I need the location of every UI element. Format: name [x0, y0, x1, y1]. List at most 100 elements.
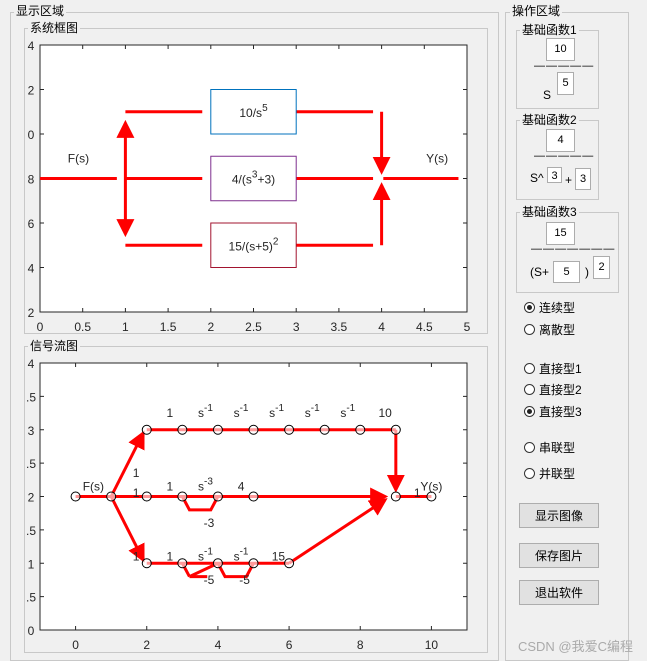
flow-node: [248, 491, 259, 502]
f2-numerator-input[interactable]: 4: [546, 129, 575, 152]
branch-gain-label: 1: [167, 550, 174, 564]
flow-node: [426, 491, 437, 502]
input-label-fs: F(s): [68, 151, 89, 165]
exit-button[interactable]: 退出软件: [519, 580, 599, 605]
flow-node: [141, 491, 152, 502]
gain-exponent: -3: [204, 476, 213, 487]
transfer-function-label: 15/(s+5)2: [229, 236, 279, 253]
radio-串联型[interactable]: 串联型: [524, 439, 575, 456]
block-diagram-title: 系统框图: [28, 21, 81, 35]
x-tick-label: 4.5: [416, 320, 433, 334]
watermark: CSDN @我爱C编程: [517, 639, 633, 654]
x-tick-label: 2.5: [245, 320, 262, 334]
signal-flow-panel: [24, 346, 488, 653]
radio-label: 离散型: [539, 323, 576, 337]
y-tick-label: 2: [28, 306, 35, 320]
radio-circle[interactable]: [524, 406, 535, 417]
radio-直接型3[interactable]: 直接型3: [524, 403, 582, 420]
branch-gain-label: 1: [167, 479, 174, 493]
flow-node: [141, 558, 152, 569]
y-tick-label: 4: [28, 39, 35, 53]
branch-gain-label: -5: [239, 573, 250, 587]
x-tick-label: 5: [464, 320, 471, 334]
flow-node: [212, 424, 223, 435]
y-tick-label: 2: [28, 491, 35, 505]
branch-gain-label: F(s): [83, 479, 104, 493]
tf-base: 10/s: [239, 106, 262, 120]
flow-node: [284, 558, 295, 569]
branch-gain-label: s-1: [198, 403, 213, 420]
x-tick-label: 6: [286, 638, 293, 652]
radio-直接型1[interactable]: 直接型1: [524, 360, 582, 377]
x-tick-label: 3: [293, 320, 300, 334]
f3-exponent-input[interactable]: 2: [593, 256, 610, 279]
gain-base: 1: [133, 486, 140, 500]
gain-base: Y(s): [420, 479, 442, 493]
transfer-function-label: 4/(s3+3): [232, 170, 275, 187]
radio-circle[interactable]: [524, 363, 535, 374]
f3-close-label: ): [585, 265, 589, 279]
radio-circle[interactable]: [524, 384, 535, 395]
gain-base: s: [305, 406, 311, 420]
x-tick-label: 2: [207, 320, 214, 334]
f3-constant-input[interactable]: 5: [553, 261, 580, 283]
y-tick-label: .5: [26, 390, 36, 404]
tf-exponent: 3: [252, 170, 258, 181]
gain-base: 1: [167, 406, 174, 420]
show-image-button[interactable]: 显示图像: [519, 503, 599, 528]
f2-constant-input[interactable]: 3: [575, 168, 591, 190]
radio-circle[interactable]: [524, 324, 535, 335]
radio-连续型[interactable]: 连续型: [524, 299, 575, 316]
flow-node: [141, 424, 152, 435]
f1-exponent-input[interactable]: 5: [557, 72, 574, 95]
y-tick-label: 0: [28, 128, 35, 142]
flow-node: [106, 491, 117, 502]
radio-直接型2[interactable]: 直接型2: [524, 381, 582, 398]
flow-branch: [216, 562, 255, 579]
block-diagram-panel: [24, 28, 488, 334]
gain-base: s: [269, 406, 275, 420]
flow-node: [319, 424, 330, 435]
branch-gain-label: 10: [378, 406, 392, 420]
y-tick-label: 3: [28, 424, 35, 438]
transfer-block-1: [210, 89, 297, 135]
base-function-2-title: 基础函数2: [520, 113, 579, 127]
x-tick-label: 4: [378, 320, 385, 334]
y-tick-label: .5: [26, 591, 36, 605]
f3-fraction-line: — — — — — — —: [531, 243, 614, 255]
gain-base: s: [198, 406, 204, 420]
radio-并联型[interactable]: 并联型: [524, 465, 575, 482]
tf-tail: +3): [257, 173, 275, 187]
flow-node: [212, 558, 223, 569]
gain-base: -3: [204, 516, 215, 530]
base-function-1-title: 基础函数1: [520, 23, 579, 37]
display-area-title: 显示区域: [14, 4, 67, 18]
flow-node: [390, 424, 401, 435]
gain-base: -5: [204, 573, 215, 587]
base-function-3-title: 基础函数3: [520, 205, 579, 219]
x-tick-label: 10: [425, 638, 439, 652]
gain-base: s: [340, 406, 346, 420]
f3-numerator-input[interactable]: 15: [546, 222, 575, 245]
flow-node: [248, 558, 259, 569]
gain-base: 1: [133, 550, 140, 564]
tf-base: 4/(s: [232, 173, 252, 187]
radio-离散型[interactable]: 离散型: [524, 321, 575, 338]
branch-gain-label: 1: [167, 406, 174, 420]
y-tick-label: 0: [28, 624, 35, 638]
f1-numerator-input[interactable]: 10: [546, 38, 575, 61]
save-image-button[interactable]: 保存图片: [519, 543, 599, 568]
f2-exponent-input[interactable]: 3: [547, 167, 562, 183]
f2-plus-label: +: [565, 173, 573, 187]
x-tick-label: 0.5: [74, 320, 91, 334]
branch-gain-label: 4: [238, 479, 245, 493]
radio-circle[interactable]: [524, 302, 535, 313]
gain-exponent: -1: [240, 403, 249, 414]
f2-s-label: S^: [530, 171, 544, 185]
radio-circle[interactable]: [524, 468, 535, 479]
flow-arrow: [109, 495, 145, 563]
gain-base: 1: [167, 479, 174, 493]
transfer-function-label: 10/s5: [239, 103, 268, 120]
radio-circle[interactable]: [524, 442, 535, 453]
y-tick-label: 6: [28, 217, 35, 231]
